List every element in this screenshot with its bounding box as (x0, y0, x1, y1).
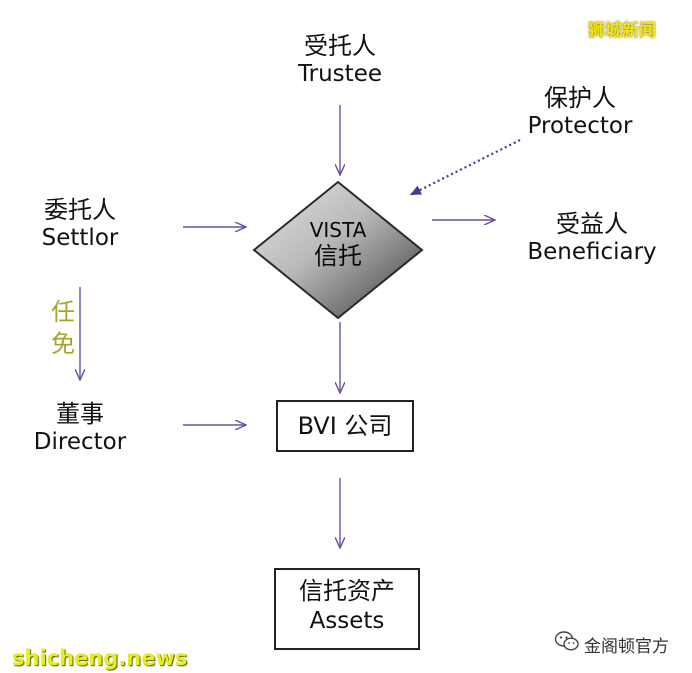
protector-node: 保护人 Protector (510, 84, 650, 140)
beneficiary-label-en: Beneficiary (527, 238, 657, 265)
protector-label-zh: 保护人 (544, 84, 616, 112)
appoint-remove-label: 任 免 (48, 296, 78, 361)
appoint-char-2: 免 (51, 330, 75, 359)
watermark-site: shicheng.news (12, 646, 188, 670)
trustee-label-en: Trustee (297, 60, 382, 87)
bvi-company-label: BVI 公司 (297, 412, 393, 440)
trust-label-en: VISTA (309, 218, 367, 242)
trust-diamond (252, 180, 424, 320)
beneficiary-node: 受益人 Beneficiary (512, 210, 672, 266)
director-node: 董事 Director (20, 400, 140, 456)
assets-label-en: Assets (309, 608, 385, 635)
bvi-company-box: BVI 公司 (276, 400, 414, 452)
settlor-label-zh: 委托人 (44, 196, 116, 224)
watermark-top: 狮城新闻 (588, 21, 656, 41)
settlor-label-en: Settlor (41, 224, 119, 251)
watermark-account: 金阁顿官方 (584, 637, 669, 657)
appoint-char-1: 任 (51, 298, 75, 326)
trustee-label-zh: 受托人 (304, 32, 376, 60)
trustee-node: 受托人 Trustee (270, 32, 410, 88)
wechat-icon (554, 631, 579, 651)
beneficiary-label-zh: 受益人 (556, 210, 628, 238)
assets-box: 信托资产 Assets (274, 568, 420, 650)
trust-label: VISTA 信托 (283, 218, 393, 271)
trust-label-zh: 信托 (314, 242, 362, 270)
assets-label-zh: 信托资产 (299, 577, 395, 605)
arrow-protector-to-trust (409, 139, 521, 196)
settlor-node: 委托人 Settlor (20, 196, 140, 252)
director-label-en: Director (33, 428, 127, 455)
director-label-zh: 董事 (56, 400, 104, 428)
protector-label-en: Protector (527, 112, 633, 139)
